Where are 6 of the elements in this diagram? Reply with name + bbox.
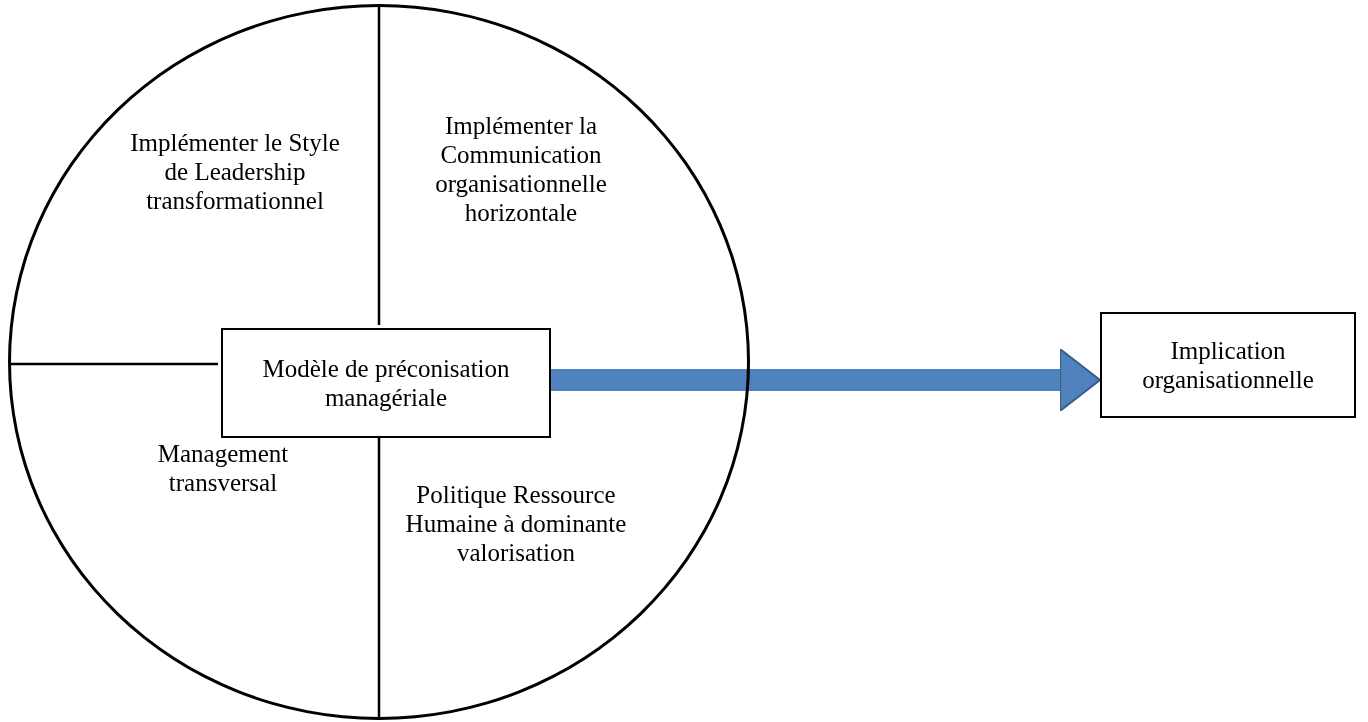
concept-box: Implication organisationnelle (1100, 312, 1356, 418)
concept-box: Modèle de préconisation managériale (221, 328, 551, 438)
quadrant-text: Implémenter le Style de Leadership transformationnel (130, 106, 340, 236)
model-circle (8, 4, 750, 720)
quadrant-text: Politique Ressource Humaine à dominante valorisation (396, 443, 636, 603)
quadrant-text: Implémenter la Communication organisationnelle horizontale (396, 99, 646, 239)
